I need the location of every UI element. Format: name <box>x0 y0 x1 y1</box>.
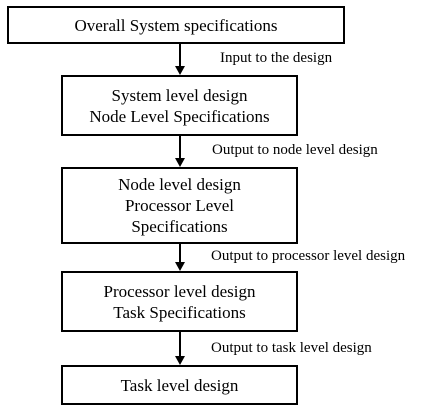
arrow-shaft <box>179 244 181 263</box>
node-level-design-box: Node level design Processor Level Specif… <box>61 167 298 244</box>
box-label: Overall System specifications <box>74 15 278 35</box>
box-label: Node level design Processor Level Specif… <box>118 175 241 236</box>
arrow-down-icon <box>175 66 185 75</box>
arrow-down-icon <box>175 356 185 365</box>
edge-label-output-to-node: Output to node level design <box>212 142 378 158</box>
box-label: System level design Node Level Specifica… <box>89 85 270 126</box>
edge-label-input-to-design: Input to the design <box>220 50 333 66</box>
system-level-design-box: System level design Node Level Specifica… <box>61 75 298 136</box>
box-label: Task level design <box>120 375 239 395</box>
arrow-shaft <box>179 44 181 67</box>
edge-label-output-to-task: Output to task level design <box>211 340 372 356</box>
task-level-design-box: Task level design <box>61 365 298 405</box>
edge-label-output-to-processor: Output to processor level design <box>211 248 406 264</box>
box-label: Processor level design Task Specificatio… <box>103 281 256 322</box>
arrow-shaft <box>179 332 181 357</box>
processor-level-design-box: Processor level design Task Specificatio… <box>61 271 298 332</box>
arrow-down-icon <box>175 262 185 271</box>
arrow-shaft <box>179 136 181 159</box>
arrow-down-icon <box>175 158 185 167</box>
overall-system-specifications-box: Overall System specifications <box>7 6 345 44</box>
